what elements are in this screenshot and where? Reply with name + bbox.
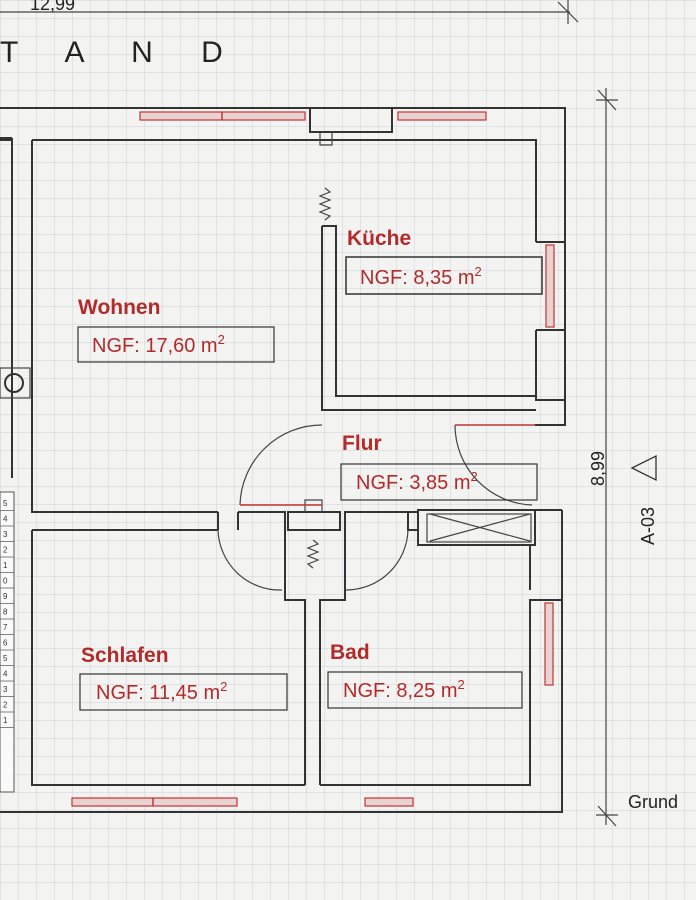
stair-step-number: 0 xyxy=(3,577,8,586)
room-name-bad: Bad xyxy=(330,641,370,664)
label-box-kueche xyxy=(345,256,543,295)
window-schlafen xyxy=(71,797,238,807)
label-box-wohnen xyxy=(77,326,275,363)
area-label-schlafen: NGF: 11,45 m2 xyxy=(96,679,227,704)
label-box-bad xyxy=(327,671,523,709)
chimney-icon xyxy=(4,373,24,393)
area-label-wohnen: NGF: 17,60 m2 xyxy=(92,332,225,357)
stair-step-number: 5 xyxy=(3,654,8,663)
stair-step-number: 7 xyxy=(3,623,8,632)
window-bad-bottom xyxy=(364,797,414,807)
section-marker-label: A-03 xyxy=(638,507,658,545)
top-dimension-label: 12,99 xyxy=(30,0,75,14)
stair-step-number: 4 xyxy=(3,515,8,524)
window-kueche-right xyxy=(545,244,555,328)
stair-step-number: 6 xyxy=(3,639,8,648)
ventilation-symbols xyxy=(306,187,332,569)
area-label-bad: NGF: 8,25 m2 xyxy=(343,677,465,702)
grundriss-label: Grund xyxy=(628,792,678,812)
room-name-kueche: Küche xyxy=(347,227,411,250)
stair-step-number: 9 xyxy=(3,592,8,601)
stair-step-number: 4 xyxy=(3,670,8,679)
outer-walls xyxy=(0,107,566,813)
plan-title-fragment: T A N D xyxy=(0,36,243,69)
label-box-schlafen xyxy=(79,673,288,711)
room-name-flur: Flur xyxy=(342,432,382,455)
windows xyxy=(71,107,555,807)
label-box-flur xyxy=(340,463,538,501)
door-swings xyxy=(217,424,535,591)
area-label-kueche: NGF: 8,35 m2 xyxy=(360,264,482,289)
stair-step-number: 3 xyxy=(3,685,8,694)
room-name-wohnen: Wohnen xyxy=(78,296,160,319)
window-bad-right xyxy=(544,602,554,686)
stair-step-number: 1 xyxy=(3,561,8,570)
triangle-icon xyxy=(630,454,657,482)
top-dimension: 12,99 xyxy=(0,0,579,24)
room-name-schlafen: Schlafen xyxy=(81,644,169,667)
kitchen-walls xyxy=(321,225,565,411)
area-label-flur: NGF: 3,85 m2 xyxy=(356,469,478,494)
stair-step-number: 8 xyxy=(3,608,8,617)
stair-step-number: 2 xyxy=(3,701,8,710)
stair-step-number: 5 xyxy=(3,499,8,508)
right-dimension-label: 8,99 xyxy=(588,451,608,486)
corridor-walls xyxy=(217,499,536,785)
window-kueche-top xyxy=(397,111,487,121)
right-dimension: 8,99 A-03 xyxy=(588,88,658,827)
stair-step-number: 3 xyxy=(3,530,8,539)
left-stair xyxy=(0,137,31,793)
stair-step-number: 2 xyxy=(3,546,8,555)
stair-step-number: 1 xyxy=(3,716,8,725)
